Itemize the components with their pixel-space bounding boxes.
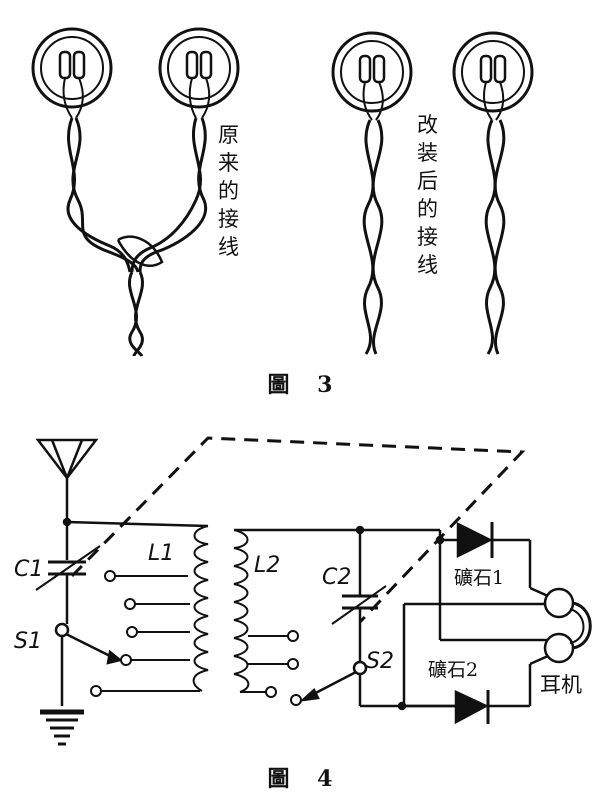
label-char: 接 xyxy=(417,225,438,249)
label-crystal-2: 礦石2 xyxy=(428,659,478,681)
label-char: 的 xyxy=(218,179,239,203)
label-char: 原 xyxy=(218,123,239,147)
earphone-1-original xyxy=(31,27,113,119)
coil-l2 xyxy=(233,529,250,693)
ground-icon xyxy=(40,709,84,746)
label-char: 装 xyxy=(417,141,438,165)
figure-3: 原来的接线 改装后的接线 xyxy=(31,27,534,357)
earphone-2-original xyxy=(158,27,240,119)
antenna-icon xyxy=(35,438,99,482)
label-earphone: 耳机 xyxy=(540,673,582,697)
earphone-4-modified xyxy=(452,31,534,121)
label-modified-text: 改装后的接线 xyxy=(417,113,438,277)
label-s2: S2 xyxy=(366,649,394,674)
label-char: 后 xyxy=(417,169,438,193)
label-char: 线 xyxy=(218,235,239,259)
label-original-text: 原来的接线 xyxy=(218,123,239,259)
twisted-cord-modified xyxy=(362,119,506,355)
label-c1: C1 xyxy=(14,557,43,582)
figure-3-caption: 圖 3 xyxy=(268,372,343,398)
l1-taps xyxy=(90,570,200,697)
crystal-diode-1-icon xyxy=(440,521,549,598)
figure-4-labels: C1 S1 L1 L2 C2 S2 xyxy=(14,541,394,674)
label-crystal-1: 礦石1 xyxy=(454,567,504,589)
switch-s1 xyxy=(54,622,123,665)
label-l2: L2 xyxy=(254,553,280,578)
gang-dashed-line xyxy=(70,436,526,624)
label-c2: C2 xyxy=(322,565,351,590)
earphone-icon xyxy=(543,587,592,664)
label-s1: S1 xyxy=(14,629,42,654)
label-char: 改 xyxy=(417,113,438,137)
crystal-diode-2-icon xyxy=(402,654,549,725)
switch-s2 xyxy=(299,660,368,702)
figure-4-caption: 圖 4 xyxy=(268,766,343,792)
label-char: 来 xyxy=(218,151,239,175)
twisted-cord-original xyxy=(66,117,208,357)
label-char: 接 xyxy=(218,207,239,231)
l2-taps xyxy=(240,630,302,706)
coil-l1 xyxy=(192,525,209,692)
label-original-wiring: 原来的接线 xyxy=(218,123,239,259)
label-modified-wiring: 改装后的接线 xyxy=(417,113,438,277)
figure-4 xyxy=(35,436,592,746)
label-char: 的 xyxy=(417,197,438,221)
earphone-3-modified xyxy=(331,31,413,121)
label-l1: L1 xyxy=(148,541,174,566)
label-char: 线 xyxy=(417,253,438,277)
